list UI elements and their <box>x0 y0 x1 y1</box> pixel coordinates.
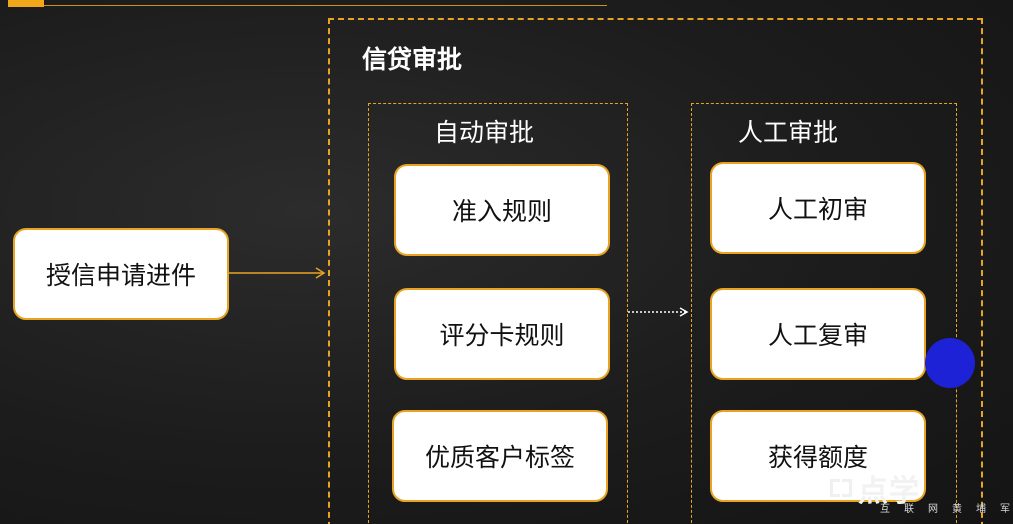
brand-logo-icon <box>828 475 854 501</box>
manual-approval-group <box>691 103 957 524</box>
arrow-auto-to-manual <box>628 307 689 317</box>
credit-approval-title: 信贷审批 <box>362 45 463 74</box>
node-manual-initial-review: 人工初审 <box>710 162 926 254</box>
watermark-brand: 点学 <box>858 474 920 509</box>
auto-approval-group <box>368 103 628 524</box>
node-credit-application: 授信申请进件 <box>13 228 229 320</box>
arrow-apply-to-approval <box>229 267 326 279</box>
watermark-logo: 点学 <box>828 466 920 510</box>
node-manual-second-review: 人工复审 <box>710 288 926 380</box>
auto-approval-title: 自动审批 <box>434 118 535 147</box>
node-access-rules: 准入规则 <box>394 164 610 256</box>
accent-block <box>8 0 44 7</box>
node-obtain-credit-limit: 获得额度 <box>710 410 926 502</box>
manual-approval-title: 人工审批 <box>738 118 839 147</box>
pointer-highlight-dot <box>925 338 975 388</box>
node-quality-customer-tag: 优质客户标签 <box>392 410 608 502</box>
credit-approval-group <box>328 18 983 524</box>
watermark-subtitle: 互联网黄埔军 <box>880 504 1013 515</box>
top-rule-line <box>44 5 607 6</box>
node-scorecard-rules: 评分卡规则 <box>394 288 610 380</box>
